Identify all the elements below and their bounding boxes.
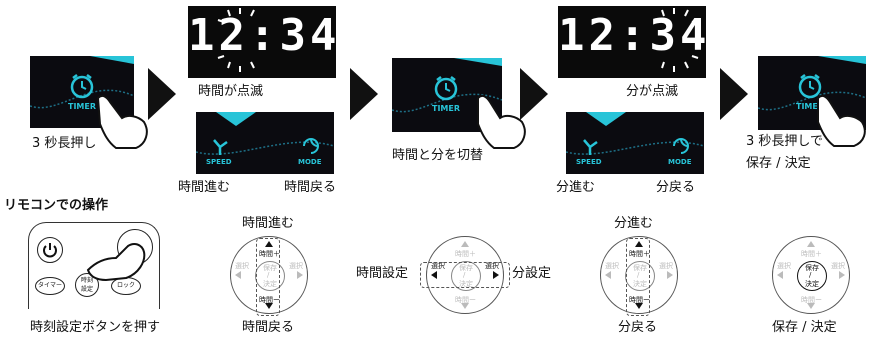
step5-label-line2: 保存 / 決定	[746, 156, 811, 171]
step2-label: 時間が点滅	[198, 84, 264, 99]
power-button[interactable]	[37, 237, 63, 263]
hour-back-label: 時間戻る	[284, 180, 337, 195]
timer-icon[interactable]	[432, 74, 460, 102]
remote-caption: 時刻設定ボタンを押す	[30, 320, 161, 335]
step5-label-line1: 3 秒長押しで	[746, 134, 824, 149]
timer-panel-step3: TIMER	[392, 58, 502, 132]
remote-dial-3[interactable]: 時間＋ 時間ー 選択 選択 保存 / 決定	[600, 236, 678, 314]
up-arrow[interactable]	[635, 241, 643, 247]
minute-forward-label: 分進む	[556, 180, 596, 195]
up-arrow[interactable]	[807, 241, 815, 247]
mode-icon[interactable]	[300, 136, 322, 156]
blink-marks-minute	[661, 8, 699, 72]
blink-marks-hour	[217, 8, 255, 72]
timer-remote-button[interactable]: タイマー	[35, 277, 65, 295]
down-arrow[interactable]	[807, 303, 815, 309]
dial3-top-label: 分進む	[614, 216, 654, 231]
left-arrow[interactable]	[605, 271, 611, 279]
mode-icon-label: MODE	[298, 158, 322, 166]
finger-icon	[817, 94, 866, 147]
save-confirm-label: 保存 / 決定	[772, 320, 837, 335]
speed-icon-label: SPEED	[206, 158, 232, 166]
speed-mode-panel-2: SPEED MODE	[566, 112, 704, 174]
panel-swoosh	[196, 112, 334, 155]
highlight-vertical	[626, 238, 650, 316]
finger-icon	[477, 94, 526, 149]
clock-setting-button[interactable]: 時刻 設定	[75, 273, 99, 297]
right-arrow[interactable]	[667, 271, 673, 279]
remote-dial-4[interactable]: 時間＋ 時間ー 選択 選択 保存 / 決定	[772, 236, 850, 314]
clock-digits-1: 12:34	[188, 10, 336, 61]
dial3-bottom-label: 分戻る	[618, 320, 658, 335]
dial1-bottom-label: 時間戻る	[242, 320, 295, 335]
clock-display-2: 12:34	[558, 6, 706, 78]
highlight-horizontal	[420, 262, 510, 288]
remote-dial-1[interactable]: 時間＋ 時間ー 選択 選択 保存 / 決定	[230, 236, 308, 314]
up-arrow[interactable]	[265, 241, 273, 247]
speed-icon-label: SPEED	[576, 158, 602, 166]
mode-icon-label: MODE	[668, 158, 692, 166]
left-arrow[interactable]	[431, 271, 437, 279]
mode-icon[interactable]	[670, 136, 692, 156]
right-arrow[interactable]	[839, 271, 845, 279]
step4-label: 分が点滅	[626, 84, 679, 99]
timer-panel-step1: TIMER	[30, 56, 134, 128]
left-arrow[interactable]	[235, 271, 241, 279]
up-arrow[interactable]	[461, 241, 469, 247]
arrow-2	[350, 68, 378, 120]
speed-icon[interactable]	[210, 138, 230, 156]
panel-swoosh	[566, 112, 704, 155]
timer-icon-label: TIMER	[796, 102, 825, 111]
hour-setting-label: 時間設定	[356, 266, 409, 281]
finger-icon	[86, 243, 146, 282]
timer-icon[interactable]	[796, 72, 824, 100]
arrow-4	[720, 68, 748, 120]
clock-display-1: 12:34	[188, 6, 336, 78]
speed-mode-panel-1: SPEED MODE	[196, 112, 334, 174]
panel-swoosh	[758, 56, 866, 111]
highlight-vertical	[256, 238, 280, 316]
down-arrow[interactable]	[461, 303, 469, 309]
left-arrow[interactable]	[777, 271, 783, 279]
clock-digits-2: 12:34	[558, 10, 706, 61]
timer-icon-label: TIMER	[68, 102, 97, 111]
step3-label: 時間と分を切替	[392, 148, 484, 163]
timer-icon[interactable]	[68, 72, 96, 100]
down-arrow[interactable]	[635, 303, 643, 309]
right-arrow[interactable]	[297, 271, 303, 279]
remote-dial-2[interactable]: 時間＋ 時間ー 選択 選択 保存 / 決定	[426, 236, 504, 314]
minute-setting-label: 分設定	[512, 266, 552, 281]
hour-forward-label: 時間進む	[178, 180, 231, 195]
arrow-3	[520, 68, 548, 120]
timer-icon-label: TIMER	[432, 104, 461, 113]
panel-swoosh	[392, 58, 502, 113]
power-icon	[43, 243, 57, 258]
down-arrow[interactable]	[265, 303, 273, 309]
arrow-1	[148, 68, 176, 120]
right-arrow[interactable]	[493, 271, 499, 279]
minute-back-label: 分戻る	[656, 180, 696, 195]
finger-icon	[96, 94, 148, 149]
panel-swoosh	[30, 56, 134, 109]
speed-icon[interactable]	[580, 138, 600, 156]
dial1-top-label: 時間進む	[242, 216, 295, 231]
step1-label: 3 秒長押し	[32, 136, 97, 151]
remote-title: リモコンでの操作	[4, 198, 109, 213]
